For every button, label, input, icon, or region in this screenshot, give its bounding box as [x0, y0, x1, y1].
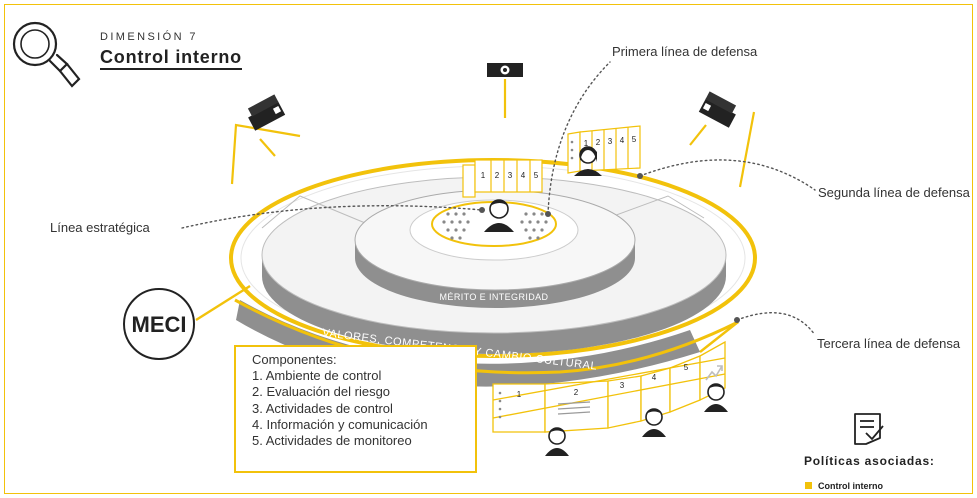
policy-swatch [805, 482, 812, 489]
callout-primera-linea: Primera línea de defensa [612, 44, 758, 59]
panel-number: 4 [620, 136, 625, 145]
callout-linea-estrategica: Línea estratégica [50, 220, 150, 235]
center-panels: 1 2 3 4 5 [462, 159, 543, 198]
components-box: Componentes: 1. Ambiente de control 2. E… [234, 345, 477, 473]
panel-number: 3 [620, 381, 625, 390]
panel-number: 1 [584, 139, 589, 148]
person-icon [574, 146, 602, 176]
panel-number: 4 [652, 373, 657, 382]
person-icon [704, 383, 728, 412]
panel-number: 3 [508, 171, 513, 180]
panel-number: 2 [574, 388, 579, 397]
document-lines [557, 401, 591, 415]
meci-label: MECI [132, 312, 187, 337]
policy-label: Control interno [818, 481, 883, 491]
policies-title: Políticas asociadas: [804, 454, 935, 468]
camera-icon [487, 63, 523, 77]
checklist-icon [854, 413, 884, 445]
person-icon [545, 427, 569, 456]
bottom-numbers: 1 2 3 4 5 [517, 363, 689, 399]
panel-number: 1 [517, 390, 522, 399]
dimension-label: DIMENSIÓN 7 [100, 31, 198, 43]
support-lines [230, 79, 756, 188]
component-item: 1. Ambiente de control [252, 368, 382, 384]
panel-number: 4 [521, 171, 526, 180]
panel-number: 2 [495, 171, 500, 180]
component-item: 5. Actividades de monitoreo [252, 433, 412, 449]
callout-dots [479, 173, 740, 323]
bottom-dots [498, 391, 502, 419]
panel-number: 5 [534, 171, 539, 180]
ring-label-inner: MÉRITO E INTEGRIDAD [440, 292, 549, 302]
component-item: 3. Actividades de control [252, 400, 393, 416]
panel-number: 5 [684, 363, 689, 372]
component-item: 4. Información y comunicación [252, 416, 428, 432]
person-icon [642, 408, 666, 437]
callout-lines [181, 61, 816, 336]
callout-segunda-linea: Segunda línea de defensa [818, 185, 970, 200]
camera-icon [698, 91, 737, 128]
panel-number: 3 [608, 137, 613, 146]
magnifier-icon [12, 21, 81, 88]
panel-number: 2 [596, 138, 601, 147]
dot-grid [442, 212, 548, 240]
page-title: Control interno [100, 48, 242, 70]
page-frame [4, 4, 973, 494]
trend-arrow-icon [705, 365, 723, 381]
callout-tercera-linea: Tercera línea de defensa [817, 336, 961, 351]
panel-number: 1 [481, 171, 486, 180]
camera-icon [247, 94, 286, 131]
components-title: Componentes: [252, 352, 337, 367]
meci-badge: MECI [123, 288, 195, 360]
policy-item: Control interno [805, 481, 883, 491]
person-icon [484, 199, 514, 232]
panel-number: 5 [632, 135, 637, 144]
segunda-panels: 1 2 3 4 5 [567, 125, 641, 174]
component-item: 2. Evaluación del riesgo [252, 384, 391, 400]
front-lines [195, 284, 739, 353]
